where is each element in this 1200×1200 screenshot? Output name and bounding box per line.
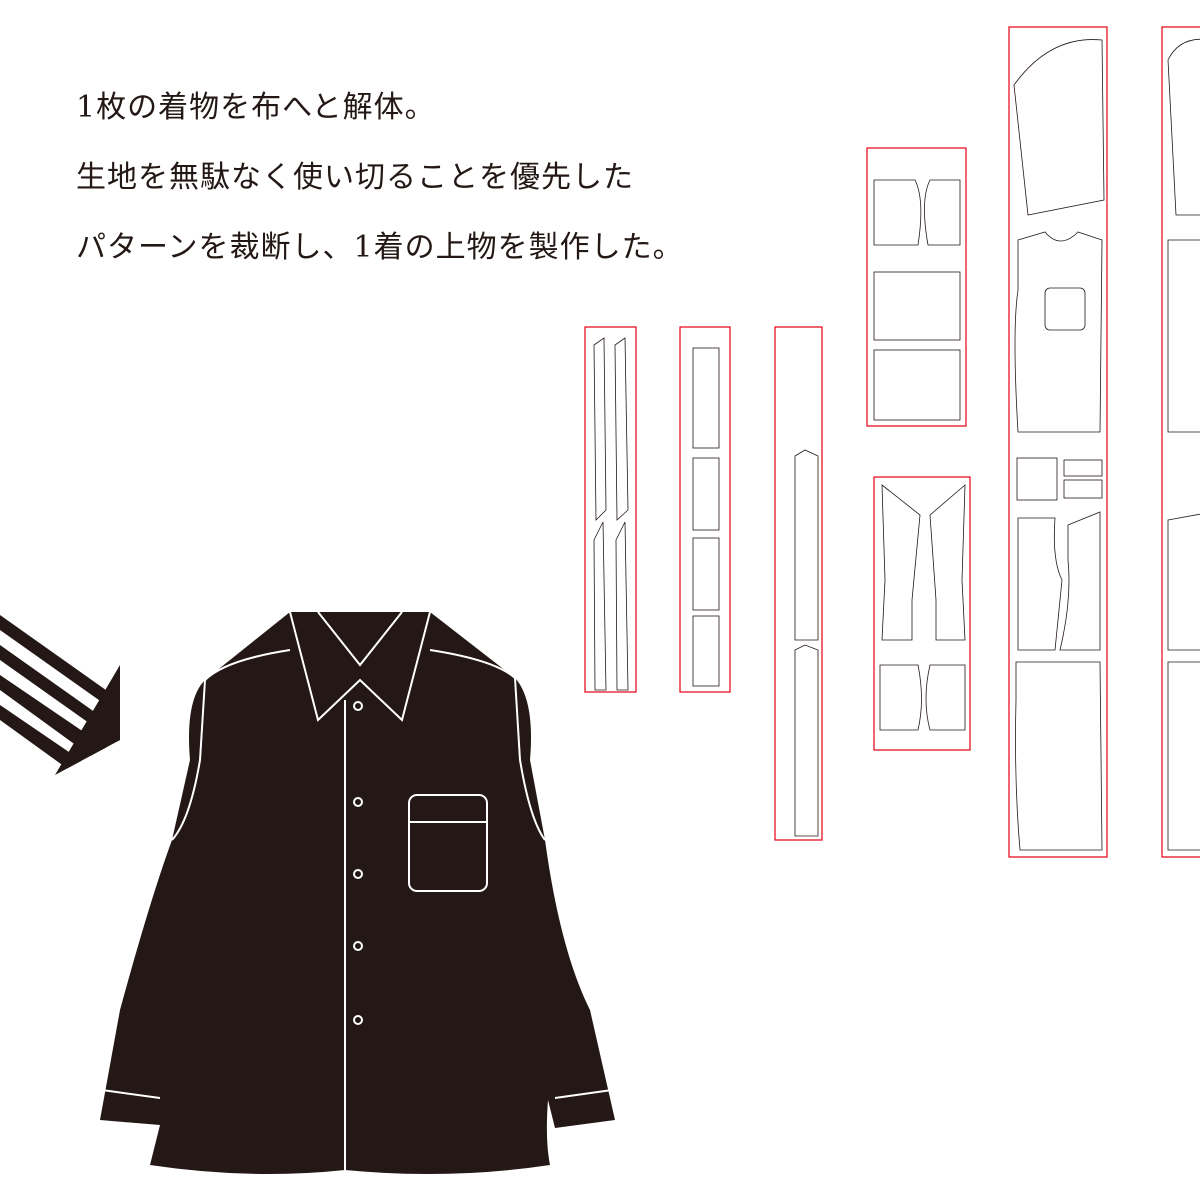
copy-line-2: 生地を無駄なく使い切ることを優先した — [76, 160, 634, 195]
striped-arrow-icon — [0, 615, 120, 775]
copy-line-3: パターンを裁断し、1着の上物を製作した。 — [76, 230, 684, 265]
copy-line-1: 1枚の着物を布へと解体。 — [76, 90, 436, 125]
pattern-pieces — [593, 38, 1200, 851]
pattern-frames — [584, 26, 1200, 858]
sewing-pattern-sheets — [584, 26, 1200, 858]
shirt-illustration — [100, 611, 615, 1174]
